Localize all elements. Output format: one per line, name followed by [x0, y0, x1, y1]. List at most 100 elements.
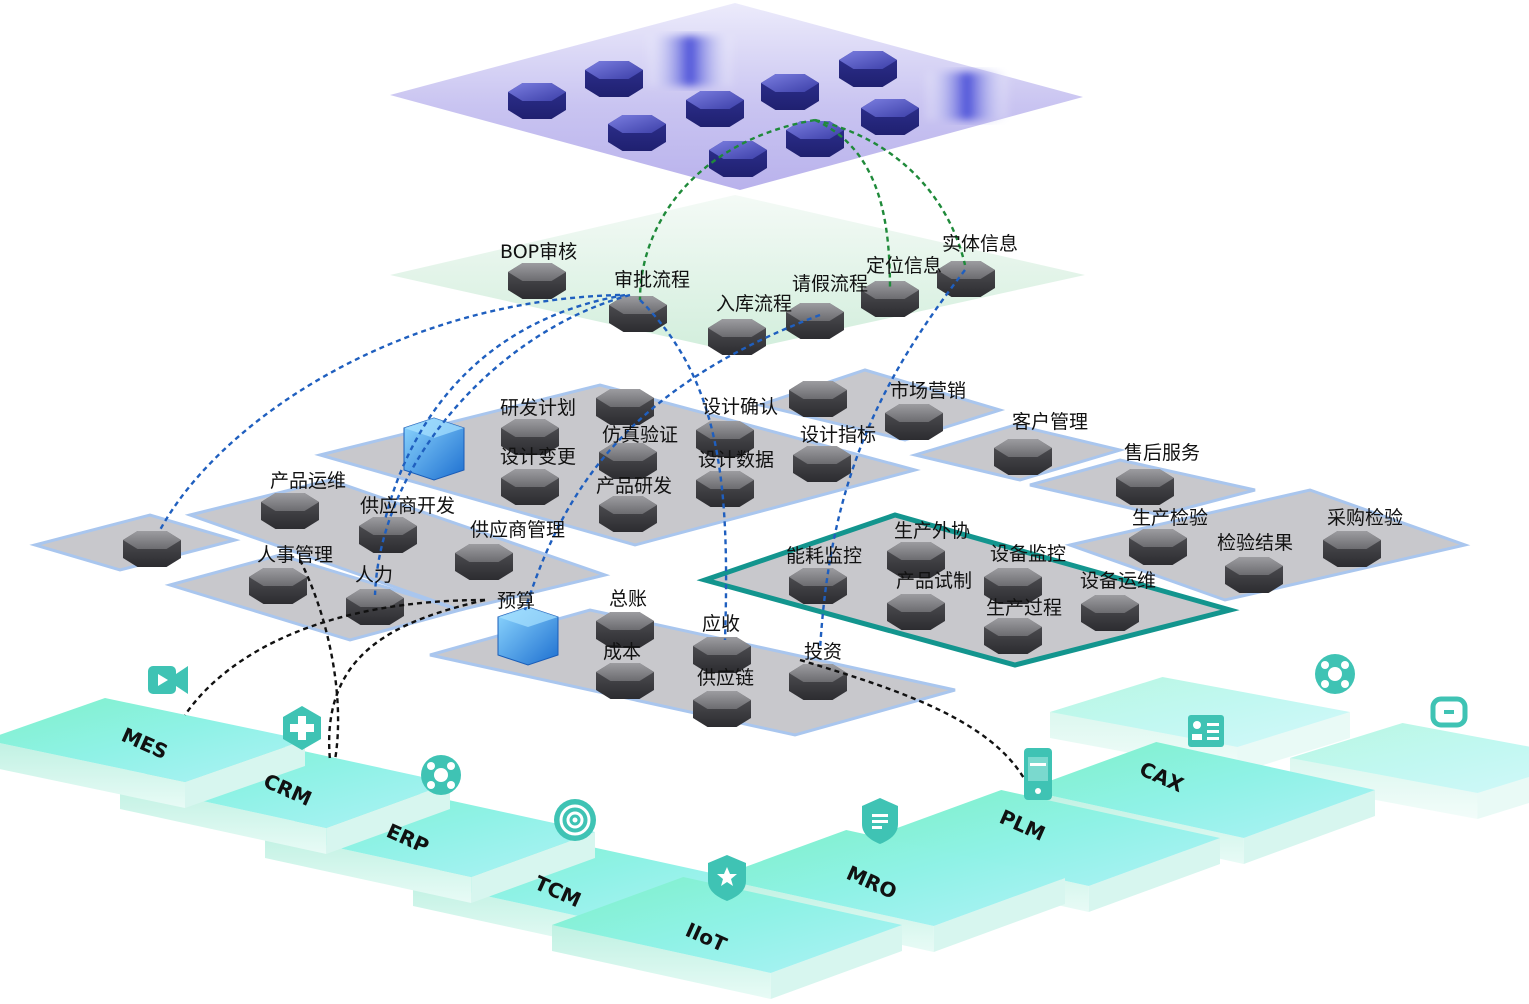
business-node [984, 568, 1042, 604]
link-green [814, 118, 892, 291]
link-blue [639, 299, 728, 641]
business-node [693, 637, 751, 673]
business-node [994, 439, 1052, 475]
link-blue [373, 293, 631, 596]
business-node [861, 281, 919, 317]
node-label-product-rd: 产品研发 [596, 475, 672, 497]
node-label-simulation: 仿真验证 [602, 424, 678, 446]
system-tile[interactable] [0, 698, 305, 808]
node-label-purchase-inspection: 采购检验 [1327, 507, 1403, 529]
business-node [708, 319, 766, 355]
business-node [501, 419, 559, 455]
node-label-approval-flow: 审批流程 [614, 269, 690, 291]
business-node [501, 469, 559, 505]
data-node [839, 51, 897, 87]
business-node [789, 381, 847, 417]
rd-labels: 研发计划 设计确认 仿真验证 设计指标 设计变更 设计数据 产品研发 [500, 396, 876, 497]
finance-labels: 预算 总账 应收 成本 投资 供应链 [497, 588, 842, 689]
business-node [596, 612, 654, 648]
business-node [1129, 529, 1187, 565]
business-node [455, 544, 513, 580]
link-lines [158, 118, 1027, 781]
data-node [861, 99, 919, 135]
data-node-group [508, 51, 919, 177]
signal-icon [554, 799, 596, 841]
shield-text-icon [862, 798, 898, 844]
business-node [596, 663, 654, 699]
business-node [887, 542, 945, 578]
market-labels: 市场营销 客户管理 售后服务 [890, 380, 1200, 464]
node-label-location-info: 定位信息 [866, 255, 942, 277]
node-label-supplier-mgmt: 供应商管理 [470, 519, 565, 541]
node-label-production-inspection: 生产检验 [1132, 507, 1208, 529]
link-black [184, 598, 486, 716]
node-label-inspection-result: 检验结果 [1217, 532, 1293, 554]
process-labels: BOP审核 审批流程 入库流程 请假流程 定位信息 实体信息 [500, 233, 1018, 315]
node-label-energy-monitor: 能耗监控 [786, 545, 862, 567]
business-node [789, 664, 847, 700]
node-label-warehouse-flow: 入库流程 [716, 293, 792, 315]
quality-plate [1064, 488, 1471, 602]
node-label-design-data: 设计数据 [698, 449, 774, 471]
link-blue [158, 293, 621, 531]
highlight-cube-rd [403, 417, 465, 481]
data-node [761, 74, 819, 110]
globe-icon [421, 755, 461, 795]
node-label-design-spec: 设计指标 [800, 424, 876, 446]
node-label-investment: 投资 [804, 641, 842, 663]
node-label-bop-review: BOP审核 [500, 241, 577, 263]
business-node [1081, 595, 1139, 631]
business-node [596, 389, 654, 425]
production-labels: 生产外协 能耗监控 设备监控 产品试制 设备运维 生产过程 [786, 520, 1156, 619]
node-label-design-confirm: 设计确认 [702, 396, 778, 418]
node-label-production-process: 生产过程 [986, 597, 1062, 619]
business-node [1323, 531, 1381, 567]
business-node [786, 303, 844, 339]
link-black [799, 658, 1027, 781]
business-node [696, 471, 754, 507]
link-icon [1430, 696, 1468, 728]
node-label-hr-mgmt: 人事管理 [257, 544, 333, 566]
link-green [814, 118, 967, 266]
node-label-budget: 预算 [497, 590, 535, 612]
data-node [585, 61, 643, 97]
node-label-supply-chain: 供应链 [697, 667, 754, 689]
link-black [298, 559, 340, 761]
business-node [599, 443, 657, 479]
business-node [599, 496, 657, 532]
business-node [984, 618, 1042, 654]
medical-cross-icon [283, 706, 321, 750]
business-node [693, 691, 751, 727]
node-label-cost: 成本 [603, 641, 641, 663]
system-tile[interactable] [1290, 723, 1529, 819]
business-node [249, 568, 307, 604]
blurred-block [648, 36, 732, 86]
globe-icon [1315, 654, 1355, 694]
node-label-after-sales: 售后服务 [1124, 442, 1200, 464]
node-label-ledger: 总账 [609, 588, 647, 610]
node-label-product-ops: 产品运维 [270, 470, 346, 492]
business-node [346, 589, 404, 625]
data-node [608, 115, 666, 151]
business-node [508, 263, 566, 299]
business-node [123, 531, 181, 567]
link-blue [818, 269, 966, 651]
node-label-receivable: 应收 [702, 613, 740, 635]
node-label-outsourcing: 生产外协 [894, 520, 970, 542]
data-node [709, 141, 767, 177]
node-label-marketing: 市场营销 [890, 380, 966, 402]
node-label-supplier-dev: 供应商开发 [360, 495, 455, 517]
video-icon [148, 666, 188, 694]
node-label-customer-mgmt: 客户管理 [1012, 411, 1088, 433]
node-label-equipment-ops: 设备运维 [1080, 570, 1156, 592]
system-tile[interactable] [552, 877, 902, 999]
id-card-icon [1188, 715, 1224, 747]
business-node [793, 446, 851, 482]
data-node [686, 91, 744, 127]
business-node [885, 404, 943, 440]
business-node [609, 296, 667, 332]
data-node [786, 121, 844, 157]
hr-labels: 人事管理 人力 [257, 544, 393, 586]
highlight-cube-finance [497, 606, 559, 666]
